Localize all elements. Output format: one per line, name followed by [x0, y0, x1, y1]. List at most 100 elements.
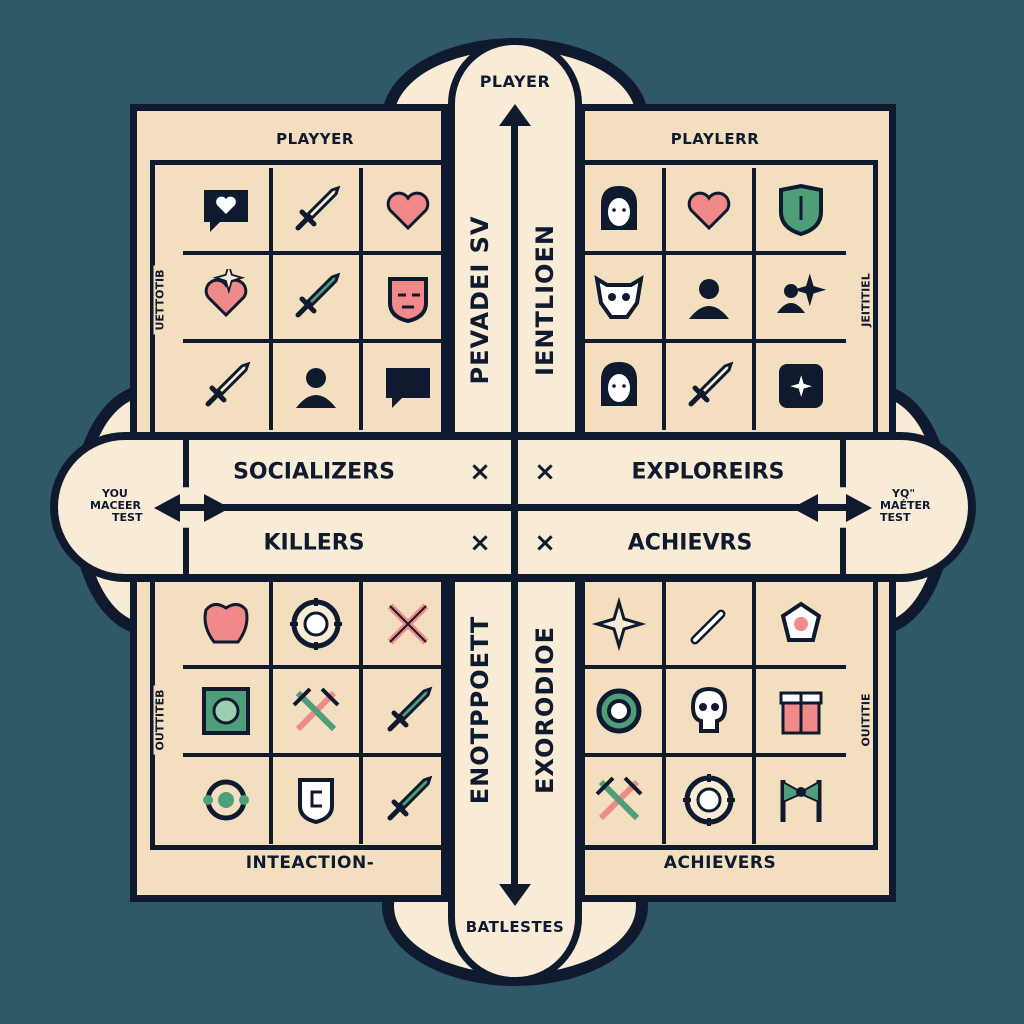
grid-cell: [756, 582, 846, 670]
icon-grid-top-left: [183, 168, 453, 430]
speech-bubble-icon: [386, 368, 430, 409]
grid-cell: [756, 757, 846, 844]
grid-cell: [363, 343, 453, 430]
mask-icon: [388, 276, 428, 324]
bottom-label: BATLESTES: [465, 918, 565, 936]
compass-icon: [290, 597, 342, 650]
grid-cell: [363, 582, 453, 670]
grid-cell: [183, 342, 273, 430]
heart-blob-icon: [203, 602, 249, 644]
quadrant-title-top-left: PLAYYER: [276, 130, 354, 148]
left-end-line-2: MACEER: [90, 499, 142, 512]
arrow-right-icon: [846, 494, 872, 522]
grid-cell: [666, 669, 756, 757]
sword-icon: [688, 361, 734, 407]
grid-cell: [576, 669, 666, 757]
side-text-bottom-left: OUTTITEB: [153, 685, 167, 755]
grid-cell: [183, 582, 273, 670]
grid-cell: [666, 756, 756, 844]
axis-label-killers: KILLERS: [263, 530, 365, 556]
quadrant-title-bottom-left: INTEACTION-: [245, 853, 375, 873]
crossed-swords-icon: [292, 687, 340, 732]
icon-grid-bottom-left: [183, 582, 453, 844]
grid-cell: [273, 582, 363, 670]
grid-cell: [756, 669, 846, 757]
girl-icon: [601, 362, 637, 407]
grid-cell: [183, 669, 273, 757]
person-icon: [296, 368, 336, 409]
axis-label-achievers: ACHIEVRS: [627, 530, 753, 556]
flag-icon: [780, 780, 822, 823]
left-end-line-1: YOU: [102, 487, 128, 500]
grid-cell: [666, 168, 756, 256]
grid-cell: [576, 342, 666, 430]
compass-icon: [683, 774, 735, 827]
left-end-text: YOU MACEER TEST: [90, 488, 142, 524]
sword-icon: [205, 361, 251, 407]
grid-cell: [576, 582, 666, 670]
icon-grid-top-right: [576, 168, 846, 430]
grid-cell: [273, 669, 363, 757]
grid-cell: [756, 168, 846, 256]
sword-green-icon: [387, 686, 433, 732]
grid-cell: [273, 168, 363, 256]
right-end-line-3: TEST: [880, 511, 911, 524]
skull-mask-icon: [594, 275, 644, 319]
grid-cell: [576, 255, 666, 343]
shield-icon: [779, 183, 823, 236]
person-star-icon: [777, 273, 827, 313]
arrow-left-icon: [154, 494, 180, 522]
grid-cell: [756, 343, 846, 430]
grid-cell: [756, 255, 846, 343]
sword-green-icon: [387, 775, 433, 821]
center-text-bottom-right: EXORODIOE: [531, 626, 559, 794]
center-axis-cross: [511, 440, 518, 575]
grid-cell: [363, 168, 453, 256]
sword-icon: [295, 185, 341, 231]
grid-cell: [576, 756, 666, 844]
right-end-line-2: MAÉTER: [880, 499, 931, 512]
right-end-line-1: YQ": [892, 487, 916, 500]
right-end-text: YQ" MAÉTER TEST: [880, 488, 930, 524]
gem-icon: [780, 601, 822, 642]
heart-star-icon: [204, 268, 248, 318]
quadrant-title-bottom-right: ACHIEVERS: [663, 853, 777, 873]
side-text-top-right: JEITITIEL: [859, 269, 873, 331]
heart-icon: [687, 191, 731, 230]
grid-cell: [183, 168, 273, 256]
cross-mark: ×: [534, 528, 556, 558]
side-text-top-left: UETTOTIB: [153, 265, 167, 335]
sword-green-icon: [295, 272, 341, 318]
grid-cell: [363, 757, 453, 844]
grid-cell: [363, 255, 453, 343]
left-end-line-3: TEST: [112, 511, 143, 524]
grid-cell: [273, 756, 363, 844]
wrench-icon: [690, 609, 726, 645]
girl-icon: [601, 185, 637, 230]
grid-cell: [576, 168, 666, 256]
side-text-bottom-right: OUITITIE: [859, 689, 873, 751]
compass-star-icon: [779, 364, 823, 409]
icon-grid-bottom-right: [576, 582, 846, 844]
cross-mark: ×: [469, 457, 491, 487]
arrow-left-icon: [792, 494, 818, 522]
target-icon: [203, 779, 249, 821]
star-icon: [591, 596, 647, 651]
grid-cell: [363, 669, 453, 757]
badge-icon: [298, 778, 334, 825]
heart-icon: [386, 191, 430, 230]
arrow-up-icon: [499, 104, 531, 126]
top-label: PLAYER: [479, 72, 551, 91]
grid-cell: [666, 582, 756, 670]
cross-mark: ×: [534, 457, 556, 487]
speech-bubble-heart-icon: [204, 189, 248, 232]
monster-icon: [202, 686, 250, 735]
grid-cell: [273, 342, 363, 430]
grid-cell: [273, 255, 363, 343]
center-text-top-right: IENTLIOEN: [531, 224, 559, 376]
grid-cell: [666, 342, 756, 430]
gift-icon: [779, 691, 823, 735]
ring-icon: [596, 688, 642, 734]
arrow-right-icon: [204, 494, 230, 522]
grid-cell: [666, 255, 756, 343]
